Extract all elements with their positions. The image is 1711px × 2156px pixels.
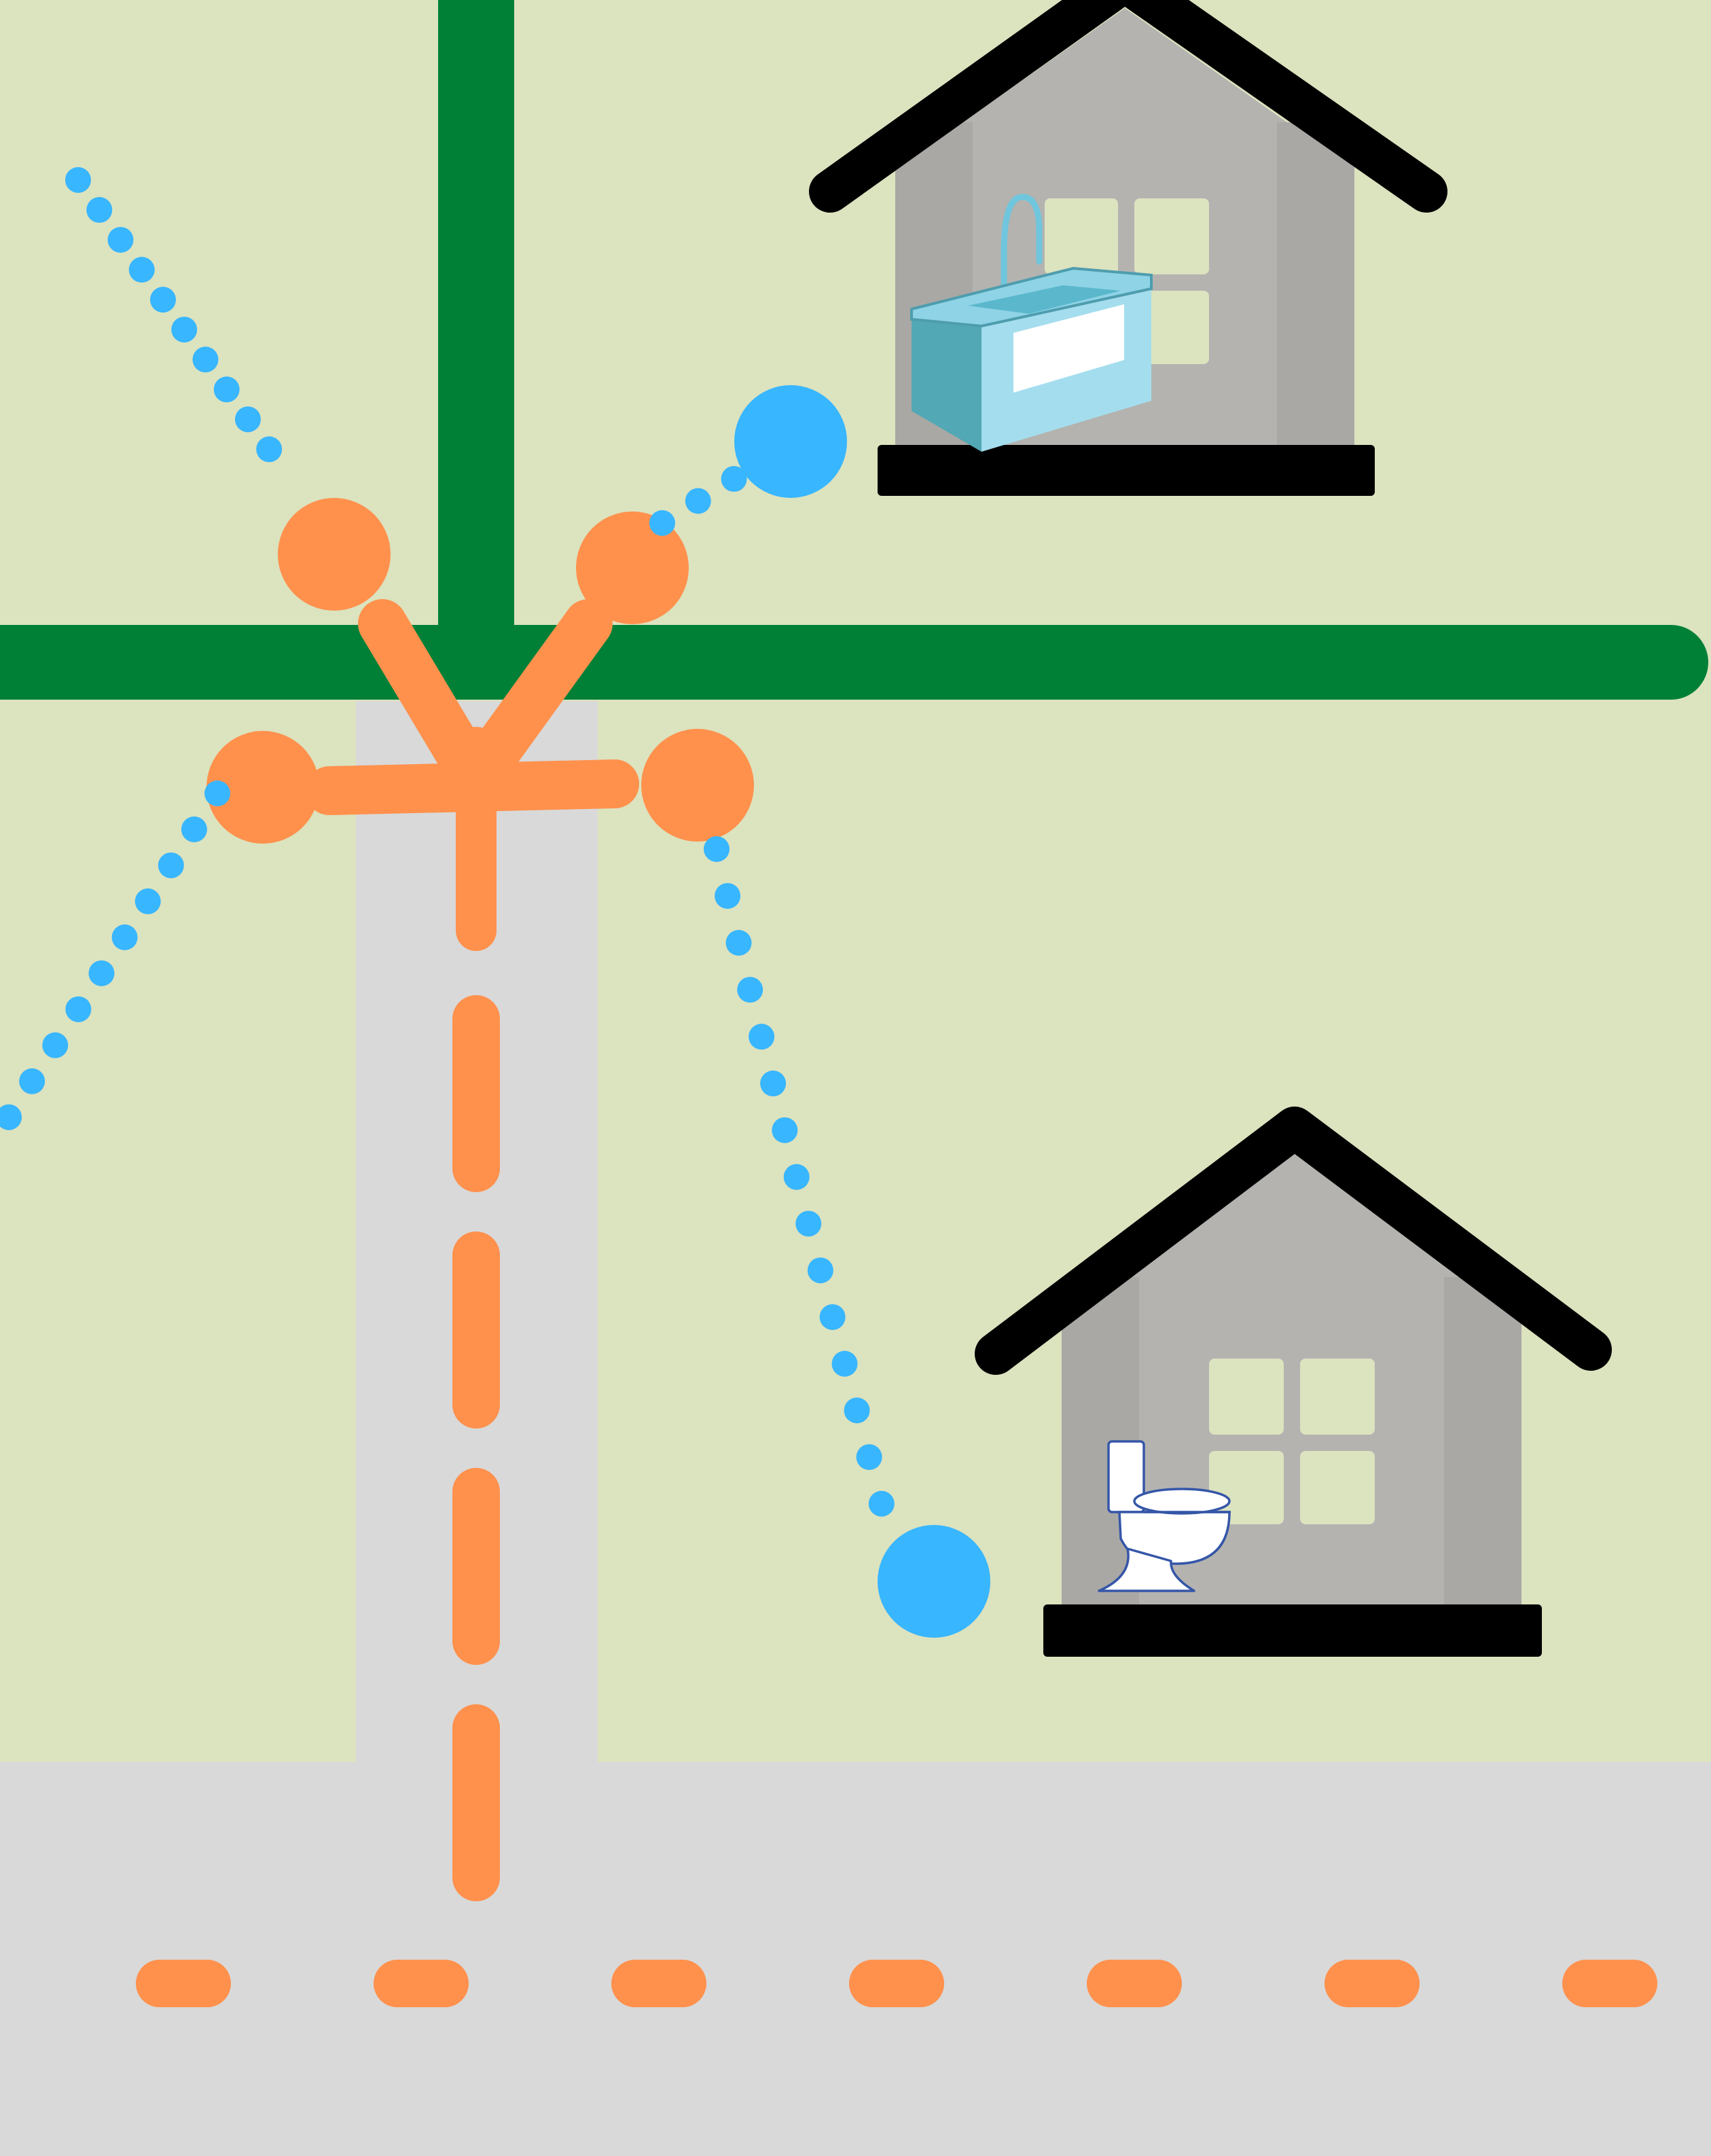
sink-side xyxy=(912,316,981,452)
junction-node-mid-right xyxy=(641,729,754,842)
house-bottom-roof xyxy=(975,1107,1612,1375)
main-street xyxy=(0,1762,1711,2156)
house-top-roof xyxy=(809,0,1447,213)
water-lines xyxy=(0,167,990,1638)
water-line-top-left xyxy=(65,167,302,490)
toilet-icon xyxy=(1098,1440,1231,1592)
house-bottom-wall-shade-right xyxy=(1444,1277,1521,1610)
sink-basin xyxy=(968,285,1121,314)
house-bottom-foundation xyxy=(1043,1604,1542,1657)
water-line-to-sink xyxy=(649,456,763,536)
house-top-wall-shade-right xyxy=(1277,122,1354,452)
sink-faucet xyxy=(1001,194,1043,294)
junction-node-mid-left xyxy=(206,731,319,844)
sink-apron xyxy=(1013,304,1124,393)
orange-junction xyxy=(206,498,754,951)
junction-node-top-right xyxy=(576,511,689,624)
green-pipe-vertical xyxy=(438,0,514,669)
green-pipe-horizontal xyxy=(0,625,1708,700)
toilet-seat xyxy=(1133,1488,1231,1515)
kitchen-sink-icon xyxy=(910,194,1153,452)
house-top-foundation xyxy=(878,445,1375,496)
water-outlet-toilet xyxy=(878,1525,990,1638)
water-outlet-sink xyxy=(734,385,847,498)
junction-node-top-left xyxy=(278,498,391,611)
water-line-to-toilet xyxy=(704,836,907,1563)
water-line-bottom-left xyxy=(0,780,230,1144)
junction-arm-right xyxy=(473,599,613,773)
junction-arm-left xyxy=(358,599,482,773)
toilet-base xyxy=(1098,1547,1195,1592)
